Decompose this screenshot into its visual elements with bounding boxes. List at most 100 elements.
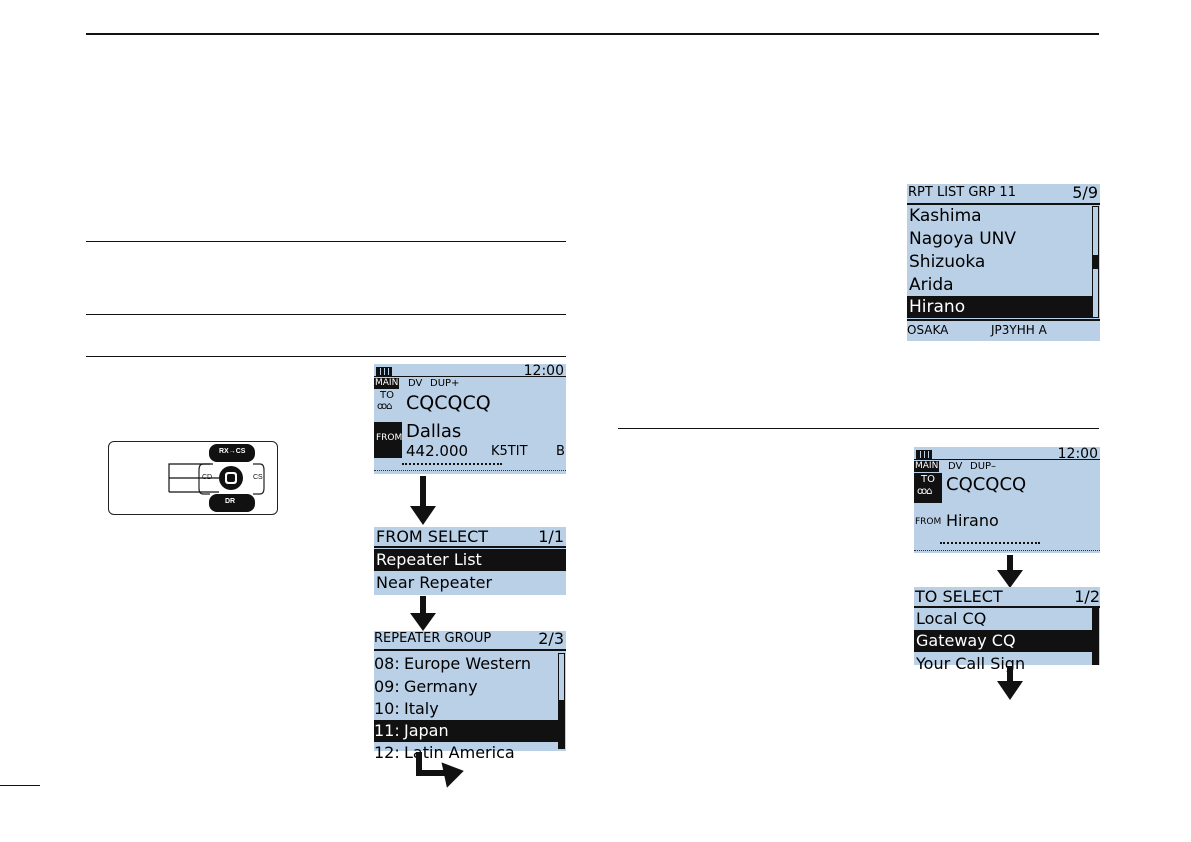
duplex-indicator: DUP– [970, 461, 997, 472]
keypad-graphic [168, 444, 265, 512]
main-screen: 12:00 MAIN DV DUP+ TO ꝏ⌂ CQCQCQ FROM Dal… [374, 363, 566, 474]
rpt-list-page: 5/9 [1072, 183, 1098, 202]
rpt-list-item[interactable]: Kashima [907, 204, 1100, 227]
battery-icon [376, 367, 392, 376]
to-select-item-label: Your Call Sign [916, 654, 1026, 673]
rpt-list-title-row: RPT LIST GRP 11 5/9 [907, 183, 1100, 205]
mode-indicator: DV [408, 378, 423, 389]
repeater-icon: ꝏ⌂ [917, 486, 933, 497]
group-number: 09: [374, 677, 400, 696]
repeater-group-item[interactable]: 10: Italy [374, 698, 566, 720]
left-rule-1 [86, 241, 566, 242]
repeater-group-item[interactable]: 08: Europe Western [374, 653, 566, 675]
group-number: 11: [374, 721, 400, 740]
rpt-list-item[interactable]: Shizuoka [907, 250, 1100, 273]
rpt-list-item[interactable]: Arida [907, 273, 1100, 296]
arrow-down-icon [997, 555, 1023, 588]
group-label: Italy [404, 699, 439, 718]
page-number-rule [0, 785, 40, 786]
group-number: 12: [374, 743, 400, 762]
to-select-item-label: Local CQ [916, 609, 987, 628]
to-select-page: 1/2 [1074, 587, 1100, 606]
rpt-list-screen: RPT LIST GRP 11 5/9 Kashima Nagoya UNV S… [907, 183, 1100, 341]
from-select-screen: FROM SELECT 1/1 Repeater List Near Repea… [374, 527, 566, 595]
main-tag: MAIN [374, 378, 400, 389]
from-select-title: FROM SELECT [376, 527, 489, 546]
from-select-item-label: Repeater List [376, 550, 482, 569]
from-select-item-label: Near Repeater [376, 573, 493, 592]
rx-cs-key-label: RX→CS [219, 448, 246, 455]
group-label: Japan [404, 721, 449, 740]
clock: 12:00 [1057, 446, 1098, 462]
repeater-group-title-row: REPEATER GROUP 2/3 [374, 629, 566, 651]
right-rule [618, 428, 1099, 429]
repeater-group-item[interactable]: 09: Germany [374, 676, 566, 698]
arrow-turn-right-icon [416, 752, 464, 788]
rpt-list-item[interactable]: Nagoya UNV [907, 227, 1100, 250]
left-rule-2 [86, 314, 566, 315]
repeater-group-item-selected[interactable]: 11: Japan [374, 720, 559, 742]
from-value: Dallas [406, 421, 462, 442]
duplex-indicator: DUP+ [430, 378, 460, 389]
rpt-list-footer-area: OSAKA [907, 323, 949, 337]
to-select-item-selected[interactable]: Gateway CQ [914, 630, 1093, 652]
to-value: CQCQCQ [406, 392, 491, 414]
rpt-list-footer-call: JP3YHH A [991, 323, 1047, 337]
callsign: K5TIT [491, 444, 528, 459]
band-suffix: B [556, 444, 565, 459]
to-select-item[interactable]: Your Call Sign [914, 653, 1100, 675]
main-tag: MAIN [914, 461, 940, 472]
repeater-group-screen: REPEATER GROUP 2/3 08: Europe Western 09… [374, 629, 566, 762]
to-select-screen: TO SELECT 1/2 Local CQ Gateway CQ Your C… [914, 587, 1100, 673]
repeater-icon: ꝏ⌂ [377, 401, 393, 412]
arrow-down-icon [410, 596, 436, 631]
cd-key-label: CD [202, 474, 213, 481]
group-number: 10: [374, 699, 400, 718]
rpt-list-item-label: Kashima [909, 206, 982, 226]
to-tag [914, 473, 942, 503]
rpt-list-item-label: Hirano [909, 297, 966, 317]
rpt-list-item-label: Arida [909, 275, 954, 295]
group-label: Europe Western [404, 654, 531, 673]
rpt-list-item-label: Nagoya UNV [909, 229, 1016, 249]
rpt-list-item-selected[interactable]: Hirano [907, 296, 1093, 318]
to-select-scrollbar[interactable] [1092, 608, 1099, 665]
to-select-item[interactable]: Local CQ [914, 608, 1100, 630]
repeater-group-scrollbar[interactable] [558, 653, 565, 749]
from-select-item-repeater-list[interactable]: Repeater List [374, 549, 566, 571]
from-label: FROM [915, 517, 942, 527]
from-select-page: 1/1 [538, 527, 564, 546]
group-label: Germany [404, 677, 478, 696]
top-rule [86, 33, 1099, 35]
rpt-list-title: RPT LIST GRP 11 [908, 185, 1016, 200]
to-select-title: TO SELECT [915, 587, 1003, 606]
frequency: 442.000 [406, 442, 469, 460]
signal-meter [402, 463, 502, 467]
cs-key-label: CS [253, 474, 263, 481]
rpt-list-scrollbar[interactable] [1092, 206, 1099, 318]
battery-icon [916, 450, 932, 459]
group-number: 08: [374, 654, 400, 673]
repeater-group-item[interactable]: 12: Latin America [374, 742, 566, 764]
mode-indicator: DV [948, 461, 963, 472]
rpt-list-item-label: Shizuoka [909, 252, 986, 272]
to-select-item-label: Gateway CQ [916, 631, 1016, 650]
group-label: Latin America [404, 743, 515, 762]
clock: 12:00 [523, 363, 564, 379]
dr-key-label: DR [225, 498, 236, 505]
left-rule-3 [86, 356, 566, 357]
from-tag [374, 422, 402, 458]
repeater-group-page: 2/3 [538, 629, 564, 648]
from-select-item-near-repeater[interactable]: Near Repeater [374, 572, 566, 594]
keypad-illustration: RX→CS CD CS DR [108, 441, 278, 515]
to-select-title-row: TO SELECT 1/2 [914, 587, 1100, 608]
from-label: FROM [376, 433, 403, 443]
arrow-down-icon [410, 476, 436, 525]
main-screen-2: 12:00 MAIN DV DUP– TO ꝏ⌂ CQCQCQ FROM Hir… [914, 446, 1100, 553]
arrow-down-icon [997, 666, 1023, 700]
to-label: TO [380, 390, 394, 401]
repeater-group-title: REPEATER GROUP [374, 631, 492, 646]
to-value: CQCQCQ [946, 474, 1027, 495]
from-value: Hirano [946, 511, 999, 530]
from-select-title-row: FROM SELECT 1/1 [374, 527, 566, 548]
